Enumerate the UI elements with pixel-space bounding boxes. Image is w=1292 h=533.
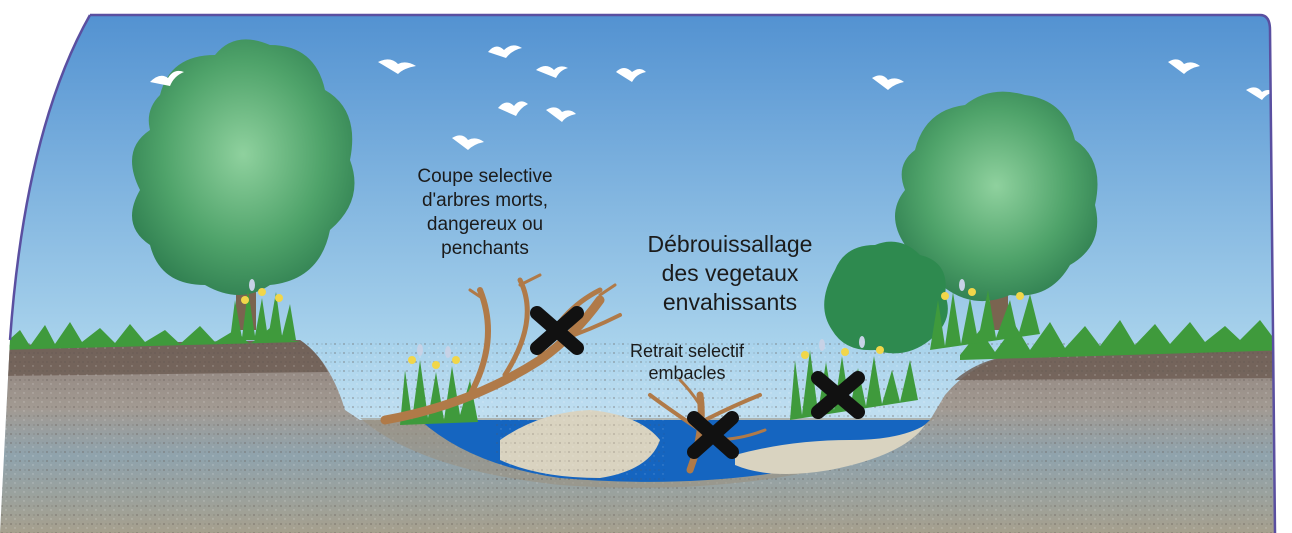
label-line: envahissants	[630, 288, 830, 317]
label-selective-cutting: Coupe selective d'arbres morts, dangereu…	[400, 165, 570, 261]
label-line: Retrait selectif	[612, 340, 762, 362]
label-line: dangereux ou	[400, 213, 570, 237]
label-line: penchants	[400, 237, 570, 261]
label-brush-clearing: Débrouissallage des vegetaux envahissant…	[630, 230, 830, 317]
label-line: Débrouissallage	[630, 230, 830, 259]
label-line: Coupe selective	[400, 165, 570, 189]
label-log-jam-removal: Retrait selectif embacles	[612, 340, 762, 384]
label-line: des vegetaux	[630, 259, 830, 288]
label-line: d'arbres morts,	[400, 189, 570, 213]
label-line: embacles	[612, 362, 762, 384]
shrub-right	[824, 242, 948, 354]
